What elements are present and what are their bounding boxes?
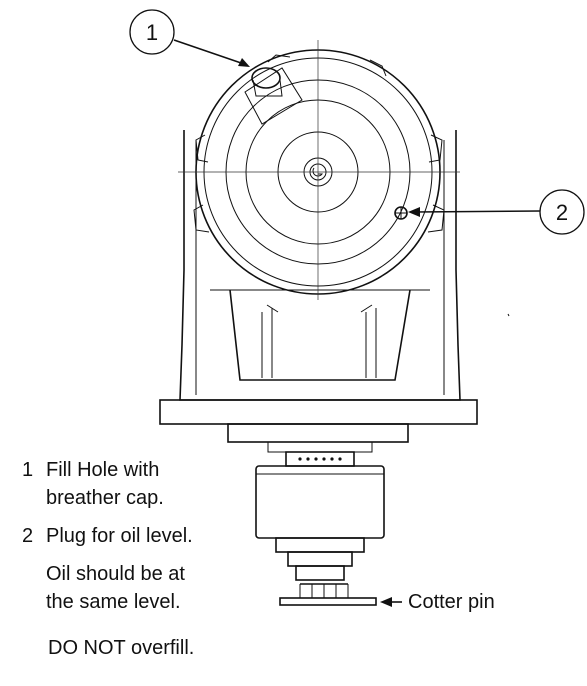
warning-text: DO NOT overfill. [48,637,195,659]
callout-2-number: 2 [556,200,568,225]
legend-2-number: 2 [22,525,34,547]
callout-2: 2 [408,189,585,235]
top-cover [178,40,460,300]
breather-cap [244,67,303,125]
legend-1-line-2: breather cap. [46,487,164,509]
output-shaft [255,451,385,581]
cotter-pin-arrow [380,597,402,607]
legend-1-number: 1 [22,459,34,481]
legend-2-line-1: Plug for oil level. [46,525,193,547]
callout-1-number: 1 [146,20,158,45]
cotter-pin-label: Cotter pin [408,591,495,613]
oil-level-plug [394,206,408,220]
legend-1-line-1: Fill Hole with [46,459,160,481]
callout-1: 1 [129,9,250,67]
cotter-pin [279,583,377,606]
mounting-flange [159,399,478,453]
note-line-1: Oil should be at [46,563,185,585]
gearbox-housing [179,130,461,401]
note-line-2: the same level. [46,591,181,613]
